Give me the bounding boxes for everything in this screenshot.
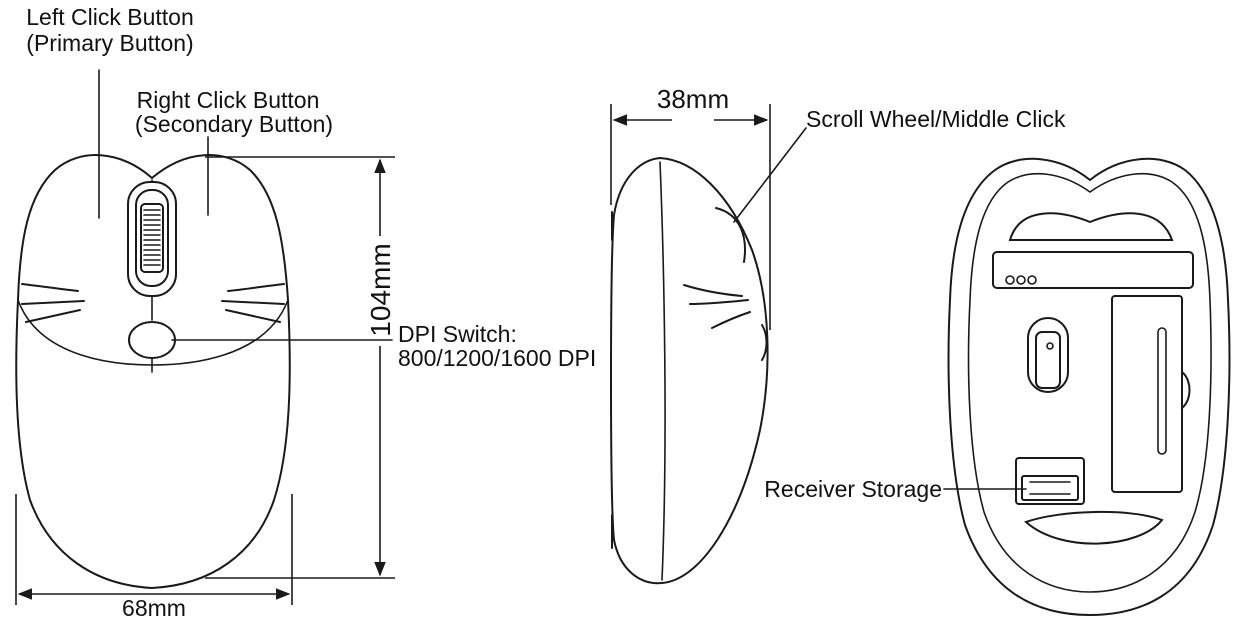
scroll-wheel-label: Scroll Wheel/Middle Click — [806, 106, 1066, 132]
side-view-body-outline — [610, 157, 769, 585]
dpi-switch-button — [128, 321, 176, 359]
optical-sensor-lens — [1046, 342, 1054, 350]
bottom-view-inner-outline — [967, 172, 1212, 593]
side-scroll-wheel — [715, 207, 746, 263]
bottom-view-body-outline — [947, 157, 1231, 616]
side-view-inner-curve — [659, 161, 666, 581]
bottom-side-bump — [1181, 371, 1191, 409]
whiskers-left — [21, 283, 85, 323]
indicator-dot-3 — [1027, 275, 1037, 285]
side-dpi-bump — [761, 324, 768, 361]
bottom-view: Receiver Storage — [764, 157, 1231, 616]
indicator-panel — [992, 251, 1194, 289]
indicator-dot-2 — [1016, 275, 1026, 285]
scroll-wheel-ribs — [143, 209, 161, 266]
side-view: 38mm Scroll Wheel/Middle Click — [610, 84, 1066, 585]
width-dimension-label: 68mm — [122, 595, 186, 621]
top-view-body-outline — [15, 154, 291, 589]
width-dimension: 68mm — [15, 494, 293, 621]
scroll-wheel-leader — [733, 127, 807, 223]
side-whiskers — [683, 284, 751, 329]
receiver-storage-label: Receiver Storage — [764, 476, 942, 502]
left-click-label-line1: Left Click Button — [26, 4, 193, 30]
bottom-foot-top — [1008, 212, 1174, 241]
battery-cover — [1111, 295, 1183, 493]
top-view: Left Click Button (Primary Button) Right… — [15, 4, 596, 621]
receiver-dongle — [1021, 475, 1079, 501]
bottom-foot-bottom — [1024, 511, 1164, 545]
optical-sensor — [1035, 331, 1061, 389]
left-click-label-line2: (Primary Button) — [26, 30, 193, 56]
dpi-label-line1: DPI Switch: — [398, 321, 517, 347]
right-click-label-line2: (Secondary Button) — [135, 111, 333, 137]
battery-cover-slot — [1157, 327, 1167, 455]
depth-dimension-label: 38mm — [657, 84, 729, 114]
height-dimension-label: 104mm — [365, 243, 396, 336]
indicator-dot-1 — [1005, 275, 1015, 285]
depth-dimension: 38mm — [610, 84, 771, 330]
height-dimension: 104mm — [205, 156, 396, 579]
dpi-label-line2: 800/1200/1600 DPI — [398, 345, 596, 371]
whiskers-right — [221, 283, 285, 323]
right-click-label-line1: Right Click Button — [137, 87, 320, 113]
